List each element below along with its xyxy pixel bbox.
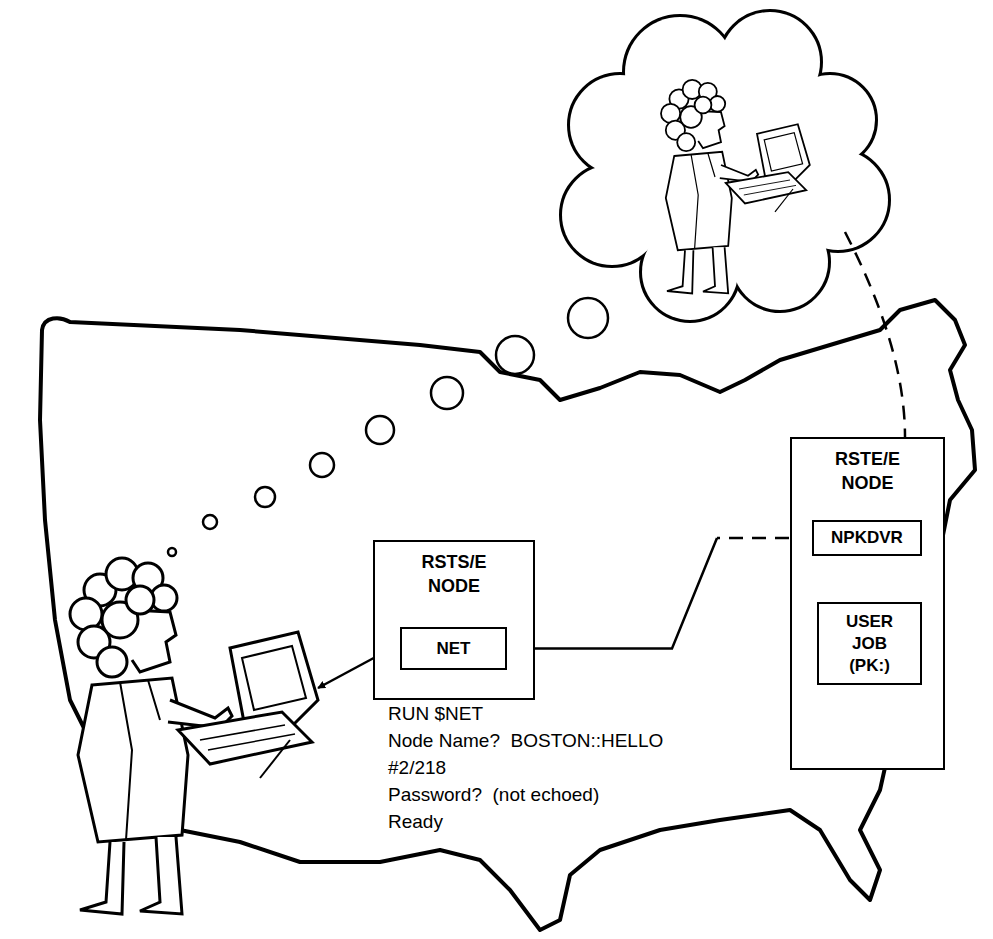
- thought-bubbles: [168, 298, 608, 556]
- terminal-line: Password? (not echoed): [388, 783, 599, 807]
- connector-line: [507, 538, 717, 649]
- system-node-box: RSTE/E NODE NPKDVR USER JOB (PK:): [790, 437, 945, 770]
- terminal-line: RUN $NET: [388, 702, 483, 726]
- module-box: USER JOB (PK:): [817, 602, 922, 685]
- module-label: USER JOB (PK:): [839, 611, 901, 677]
- terminal-line: Ready: [388, 810, 443, 834]
- module-box: NET: [400, 627, 507, 670]
- remote-user-figure: [661, 80, 810, 294]
- dashed-link: [845, 232, 905, 437]
- connector: [507, 538, 812, 649]
- module-label: NPKDVR: [831, 527, 903, 549]
- node-heading: RSTE/E NODE: [828, 447, 908, 495]
- user-figure: [70, 558, 318, 914]
- terminal-line: #2/218: [388, 756, 446, 780]
- system-node-box: RSTS/E NODE NET: [373, 540, 535, 700]
- module-label: NET: [437, 638, 471, 660]
- terminal-line: Node Name? BOSTON::HELLO: [388, 729, 663, 753]
- module-box: NPKDVR: [812, 520, 922, 556]
- node-heading: RSTS/E NODE: [414, 550, 494, 598]
- thought-cloud: [562, 12, 888, 320]
- map-outline: [40, 300, 975, 930]
